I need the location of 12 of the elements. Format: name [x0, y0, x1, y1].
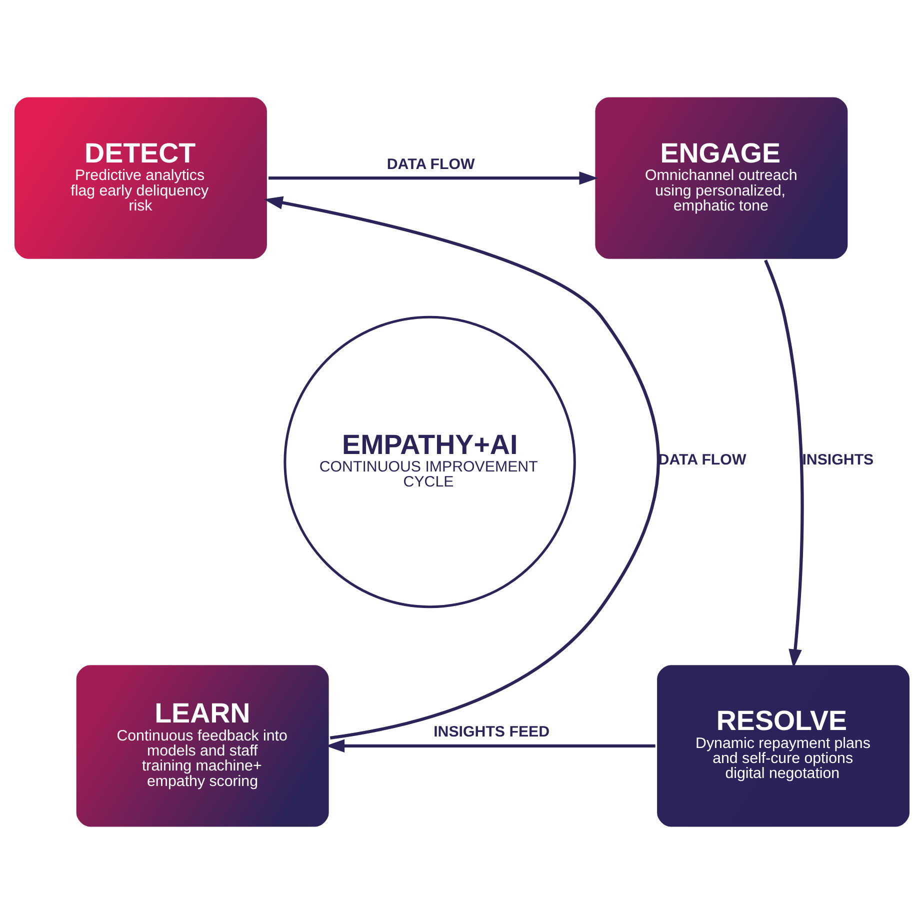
arrow [264, 196, 660, 740]
node-box: ENGAGE Omnichannel outreach using personalized, emphatic tone [592, 94, 850, 262]
edge-label: DATA FLOW [386, 156, 475, 173]
arrow [764, 260, 804, 668]
arrow [326, 739, 656, 753]
node-circle: EMPATHY+AI CONTINUOUS IMPROVEMENT CYCLE [284, 316, 576, 608]
node-box: LEARN Continuous feedback into models and staff training machine+ empathy scoring [74, 662, 332, 830]
node-box: RESOLVE Dynamic repayment plans and self-cure options digital negotation [654, 662, 912, 830]
edge-label: INSIGHTS [802, 452, 874, 469]
arrow [268, 171, 598, 185]
edge-label: INSIGHTS FEED [434, 724, 550, 741]
node-box: DETECT Predictive analytics flag early deliquency risk [12, 94, 270, 262]
